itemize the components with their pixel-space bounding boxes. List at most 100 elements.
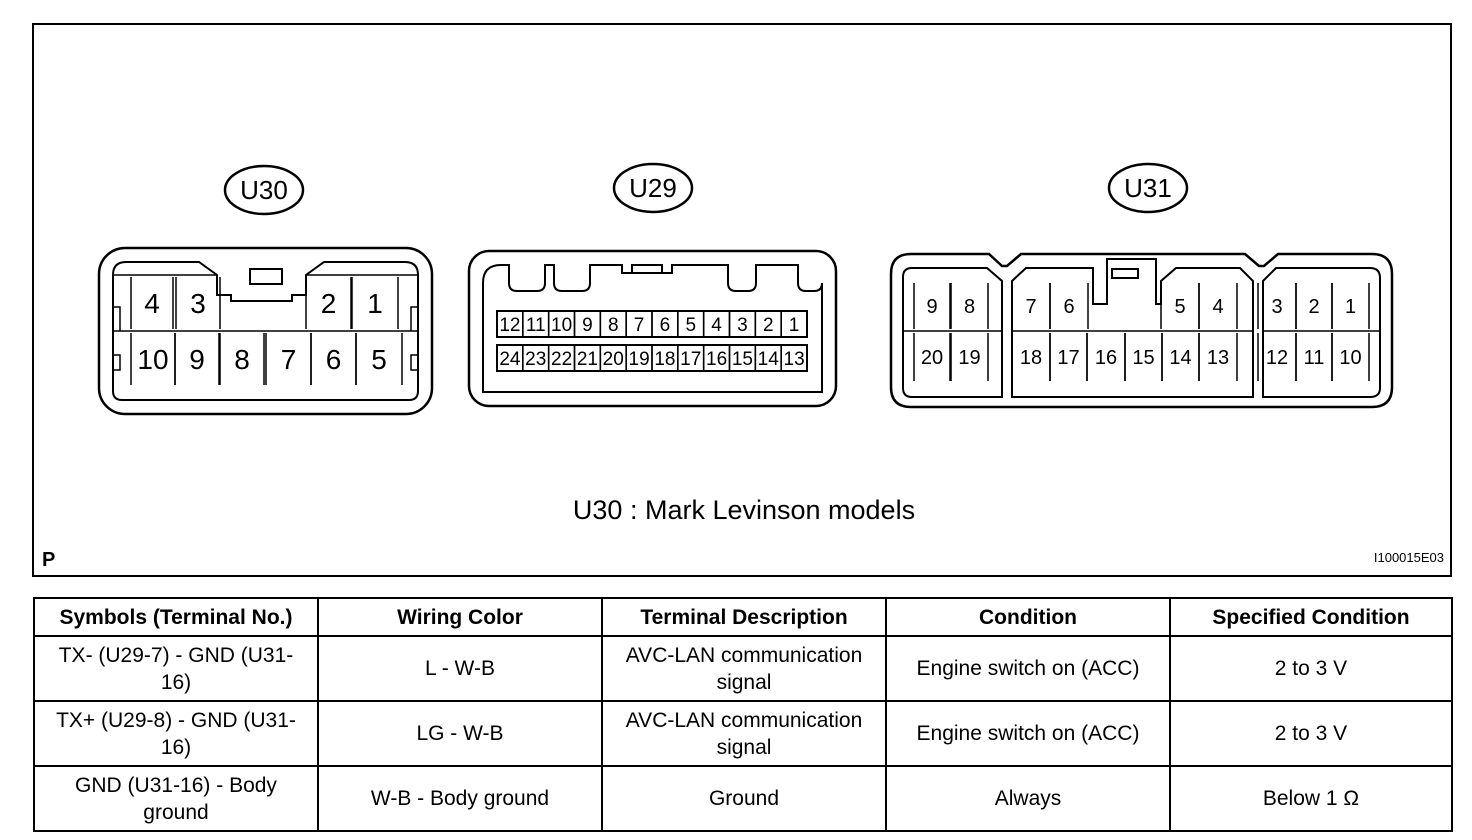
u31-pin-13: 13	[1198, 333, 1238, 381]
u31-connector-body	[889, 252, 1394, 409]
header-specified-condition: Specified Condition	[1169, 597, 1453, 637]
svg-text:5: 5	[371, 344, 387, 375]
svg-text:7: 7	[281, 344, 297, 375]
svg-text:20: 20	[603, 349, 624, 370]
u29-pin-17: 17	[677, 345, 705, 371]
svg-text:1: 1	[367, 288, 383, 319]
u29-pin-19: 19	[625, 345, 653, 371]
header-symbols: Symbols (Terminal No.)	[33, 597, 319, 637]
svg-text:16: 16	[1095, 347, 1117, 369]
cell-symbols: TX+ (U29-8) - GND (U31-16)	[33, 700, 319, 767]
u29-pin-6: 6	[651, 311, 679, 337]
u31-pin-20: 20	[913, 333, 951, 381]
svg-text:7: 7	[634, 315, 645, 336]
svg-text:17: 17	[1057, 347, 1079, 369]
diagram-caption: U30 : Mark Levinson models	[572, 495, 916, 525]
u31-pin-10: 10	[1331, 333, 1370, 381]
cell-terminal-description: Ground	[601, 765, 887, 832]
svg-text:9: 9	[926, 296, 937, 318]
u31-pin-6: 6	[1049, 283, 1089, 329]
svg-text:4: 4	[1212, 296, 1223, 318]
svg-text:13: 13	[784, 349, 805, 370]
svg-text:5: 5	[1174, 296, 1185, 318]
svg-text:4: 4	[711, 315, 722, 336]
header-wiring-color: Wiring Color	[317, 597, 603, 637]
u31-pin-8: 8	[950, 283, 989, 329]
cell-wiring-color: LG - W-B	[317, 700, 603, 767]
svg-text:3: 3	[1271, 296, 1282, 318]
svg-text:5: 5	[685, 315, 696, 336]
u29-pin-15: 15	[728, 345, 757, 371]
cell-condition: Engine switch on (ACC)	[885, 635, 1171, 702]
u31-pin-11: 11	[1295, 333, 1333, 381]
cell-condition: Always	[885, 765, 1171, 832]
svg-text:12: 12	[1266, 347, 1288, 369]
svg-text:U31: U31	[1124, 173, 1172, 203]
svg-text:19: 19	[958, 347, 980, 369]
u31-pin-18: 18	[1011, 333, 1051, 381]
svg-text:4: 4	[144, 288, 160, 319]
svg-text:8: 8	[608, 315, 619, 336]
u29-pin-9: 9	[573, 311, 602, 337]
terminal-spec-table: Symbols (Terminal No.) Wiring Color Term…	[33, 597, 1453, 832]
u29-pin-13: 13	[780, 345, 808, 371]
table-row: TX+ (U29-8) - GND (U31-16) LG - W-B AVC-…	[33, 700, 1453, 767]
svg-text:10: 10	[137, 344, 168, 375]
svg-text:14: 14	[758, 349, 780, 370]
svg-text:7: 7	[1025, 296, 1036, 318]
cell-symbols: GND (U31-16) - Body ground	[33, 765, 319, 832]
u29-pin-3: 3	[728, 311, 757, 337]
svg-text:2: 2	[763, 315, 774, 336]
svg-text:23: 23	[525, 349, 546, 370]
u29-pin-20: 20	[599, 345, 627, 371]
u29-pin-10: 10	[547, 311, 576, 337]
u29-label: U29	[612, 162, 694, 214]
svg-text:11: 11	[1304, 347, 1325, 369]
svg-text:U29: U29	[629, 173, 677, 203]
u29-pin-22: 22	[547, 345, 576, 371]
u29-pin-8: 8	[599, 311, 627, 337]
table-header-row: Symbols (Terminal No.) Wiring Color Term…	[33, 597, 1453, 637]
u31-pin-2: 2	[1295, 283, 1333, 329]
u29-pin-11: 11	[522, 311, 550, 337]
svg-text:15: 15	[732, 349, 753, 370]
svg-text:18: 18	[654, 349, 675, 370]
u31-pin-16: 16	[1086, 333, 1126, 381]
u31-pin-5: 5	[1160, 283, 1200, 329]
svg-text:24: 24	[499, 349, 521, 370]
svg-text:10: 10	[1339, 347, 1361, 369]
u30-pin-5: 5	[355, 333, 403, 385]
svg-text:1: 1	[789, 315, 800, 336]
svg-text:17: 17	[680, 349, 701, 370]
svg-text:15: 15	[1132, 347, 1154, 369]
svg-text:19: 19	[629, 349, 650, 370]
u30-label: U30	[223, 164, 305, 216]
svg-text:2: 2	[1308, 296, 1319, 318]
cell-wiring-color: L - W-B	[317, 635, 603, 702]
u29-pin-2: 2	[754, 311, 782, 337]
u31-pin-4: 4	[1198, 283, 1238, 329]
svg-text:16: 16	[706, 349, 727, 370]
u29-pin-12: 12	[496, 311, 524, 337]
svg-text:20: 20	[921, 347, 943, 369]
svg-text:8: 8	[234, 344, 250, 375]
u31-pin-7: 7	[1011, 283, 1051, 329]
u31-pin-9: 9	[913, 283, 951, 329]
svg-text:14: 14	[1169, 347, 1191, 369]
u29-pin-24: 24	[496, 345, 524, 371]
svg-text:8: 8	[964, 296, 975, 318]
u29-pin-5: 5	[677, 311, 705, 337]
svg-text:3: 3	[190, 288, 206, 319]
u30-pin-6: 6	[310, 333, 357, 385]
u30-pin-1: 1	[351, 277, 399, 329]
svg-text:12: 12	[499, 315, 520, 336]
svg-text:13: 13	[1207, 347, 1229, 369]
u31-pin-1: 1	[1331, 283, 1370, 329]
cell-condition: Engine switch on (ACC)	[885, 700, 1171, 767]
svg-text:9: 9	[582, 315, 593, 336]
u29-pin-14: 14	[754, 345, 782, 371]
u30-pin-10: 10	[130, 333, 176, 385]
table-row: GND (U31-16) - Body ground W-B - Body gr…	[33, 765, 1453, 832]
u30-pin-7: 7	[265, 333, 312, 385]
